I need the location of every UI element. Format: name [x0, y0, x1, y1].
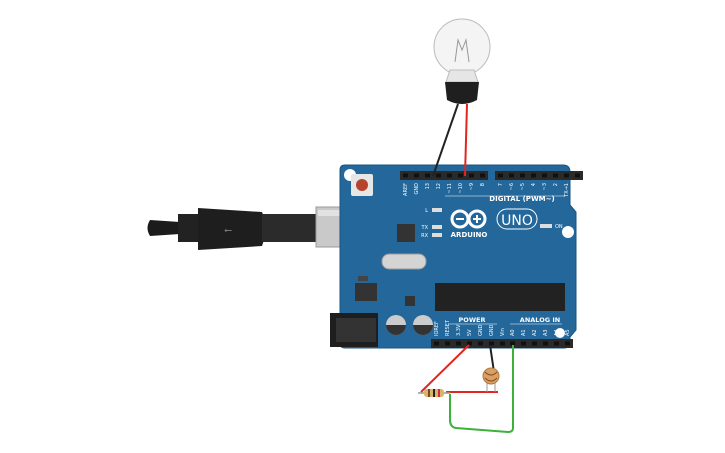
pin-socket[interactable]	[543, 341, 548, 346]
pin-socket[interactable]	[510, 341, 515, 346]
pin-socket[interactable]	[414, 173, 419, 178]
pin-label: 3.3V	[456, 324, 462, 336]
pin-label: ~11	[447, 183, 453, 194]
pin-label: RESET	[445, 319, 451, 336]
reset-button[interactable]	[351, 174, 373, 196]
pin-label: GND	[489, 324, 495, 336]
capacitors	[386, 315, 433, 335]
pin-label: AREF	[403, 183, 409, 196]
pin-label: A2	[532, 329, 538, 336]
pin-label: 12	[436, 183, 442, 189]
pin-socket[interactable]	[456, 341, 461, 346]
pin-label: IOREF	[434, 321, 440, 336]
light-bulb[interactable]	[433, 18, 491, 104]
pin-label: GND	[478, 324, 484, 336]
digital-pin-labels: AREF GND 13 12 ~11 ~10 ~9 8 7 ~6 ~5 4 ~3 2 TX→1 RX←0	[403, 183, 581, 198]
pin-label: A4	[554, 329, 560, 336]
pin-socket[interactable]	[564, 173, 569, 178]
pin-label: 2	[553, 183, 559, 186]
pin-socket[interactable]	[469, 173, 474, 178]
pin-label: A0	[510, 329, 516, 336]
wire-bulb-pin10	[464, 103, 468, 177]
pin-socket[interactable]	[575, 173, 580, 178]
pin-socket[interactable]	[489, 341, 494, 346]
led-label-l: L	[425, 208, 428, 214]
small-chip	[405, 296, 415, 306]
pin-socket[interactable]	[478, 341, 483, 346]
pin-socket[interactable]	[434, 341, 439, 346]
power-label: POWER	[459, 316, 486, 324]
pin-label: 8	[480, 183, 486, 186]
pin-socket[interactable]	[445, 341, 450, 346]
pin-label: A1	[521, 329, 527, 336]
wire-a0	[449, 345, 514, 434]
pin-socket[interactable]	[532, 341, 537, 346]
wire-5v-resistor	[420, 344, 470, 393]
pin-socket[interactable]	[520, 173, 525, 178]
pin-socket[interactable]	[436, 173, 441, 178]
arduino-uno-board[interactable]: AREF GND 13 12 ~11 ~10 ~9 8 7 ~6 ~5 4 ~3 2 TX→1 RX←0 DI…	[330, 164, 583, 349]
pin-socket[interactable]	[498, 173, 503, 178]
analog-label: ANALOG IN	[520, 316, 560, 324]
power-jack[interactable]	[330, 313, 378, 347]
on-label: ON	[555, 224, 563, 230]
led-label-tx: TX	[421, 225, 429, 231]
digital-label: DIGITAL (PWM~)	[489, 195, 554, 203]
analog-header[interactable]	[507, 339, 573, 348]
pin-socket[interactable]	[542, 173, 547, 178]
bottom-headers[interactable]	[431, 339, 573, 348]
wires[interactable]	[420, 103, 514, 434]
pin-socket[interactable]	[565, 341, 570, 346]
pin-label: TX→1	[564, 183, 570, 198]
pin-label: ~6	[509, 183, 515, 190]
led-label-rx: RX	[421, 233, 428, 239]
pin-label: ~5	[520, 183, 526, 190]
digital-header-right[interactable]	[495, 171, 583, 180]
usb-chip	[397, 224, 415, 242]
pin-label: RX←0	[575, 183, 581, 197]
pin-socket[interactable]	[467, 341, 472, 346]
photoresistor[interactable]	[482, 367, 500, 392]
pin-socket[interactable]	[554, 341, 559, 346]
pin-label: ~9	[469, 183, 475, 190]
pin-socket[interactable]	[553, 173, 558, 178]
brand-text: ARDUINO	[451, 231, 488, 239]
wire-bulb-gnd	[432, 103, 459, 177]
arduino-logo: ARDUINO UNO	[450, 208, 538, 239]
pin-label: A5	[565, 329, 571, 336]
microcontroller	[435, 283, 565, 311]
voltage-regulator	[355, 276, 377, 301]
wire-gnd-ldr	[489, 344, 495, 373]
pin-socket[interactable]	[403, 173, 408, 178]
pin-socket[interactable]	[531, 173, 536, 178]
pin-label: ~10	[458, 183, 464, 194]
pin-socket[interactable]	[480, 173, 485, 178]
pin-label: ~3	[542, 183, 548, 190]
pin-label: 7	[498, 183, 504, 186]
pin-label: Vin	[500, 328, 506, 336]
pin-label: 4	[531, 183, 537, 186]
model-text: UNO	[501, 213, 533, 229]
crystal	[381, 253, 427, 270]
pin-label: GND	[414, 183, 420, 195]
usb-icon: ⭠	[224, 225, 232, 236]
pin-socket[interactable]	[521, 341, 526, 346]
digital-header[interactable]	[400, 171, 583, 180]
pin-socket[interactable]	[447, 173, 452, 178]
pin-label: 13	[425, 183, 431, 189]
digital-header-left[interactable]	[400, 171, 488, 180]
pin-label: 5V	[467, 329, 473, 336]
pin-socket[interactable]	[458, 173, 463, 178]
pin-socket[interactable]	[509, 173, 514, 178]
status-leds: L TX RX ON	[421, 208, 563, 239]
resistor[interactable]	[418, 389, 450, 397]
pin-socket[interactable]	[425, 173, 430, 178]
pin-label: A3	[543, 329, 549, 336]
bottom-pin-labels: IOREF RESET 3.3V 5V GND GND Vin A0 A1 A2 A3 A4 A5	[434, 319, 571, 336]
pin-socket[interactable]	[500, 341, 505, 346]
